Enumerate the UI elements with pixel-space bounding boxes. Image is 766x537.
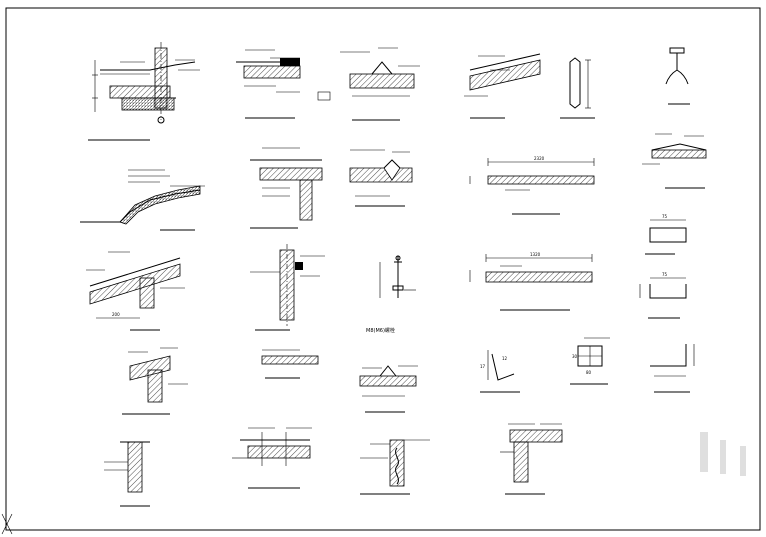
detail-roof-joint (340, 47, 420, 121)
detail-slope-embankment (80, 169, 205, 231)
detail-column-wrap (360, 439, 430, 495)
detail-angle-bracket (650, 344, 695, 393)
detail-thin-slab (261, 349, 319, 379)
dim-75-a: 75 (662, 214, 668, 219)
detail-rect-75a: 75 (645, 214, 687, 255)
bolt-title: M8(M6)螺栓 (366, 327, 395, 334)
detail-t-junction (500, 423, 563, 495)
detail-u-channel: 75 (639, 272, 687, 319)
detail-t-profile (665, 47, 690, 105)
detail-panel-1320: 1320 (469, 252, 593, 311)
watermark (700, 432, 746, 476)
detail-beam-column: 200 (86, 251, 185, 331)
dim-17: 17 (480, 364, 486, 369)
detail-slab-edge-a (236, 49, 331, 119)
detail-wall-footing (88, 42, 200, 141)
corner-cross-mark (1, 513, 13, 535)
detail-gutter-valley (349, 149, 413, 207)
detail-wall-corner (250, 147, 323, 229)
detail-square-plate: 30 80 (570, 337, 610, 385)
detail-inclined-bar: 17 12 (480, 350, 520, 393)
detail-slab-joint (359, 365, 418, 413)
detail-anchor-rod (560, 57, 595, 119)
sheet-border (5, 7, 761, 531)
detail-slab-bolted (232, 427, 312, 489)
dim-75-b: 75 (662, 272, 668, 277)
dim-12: 12 (502, 356, 508, 361)
detail-coping (642, 133, 707, 189)
detail-wall-pier (104, 441, 150, 507)
dim-80: 80 (586, 370, 592, 375)
detail-sloped-slab (464, 53, 541, 119)
dim-200: 200 (112, 312, 120, 317)
dim-1320: 1320 (530, 252, 541, 257)
detail-long-panel-2320: 2320 (469, 156, 595, 215)
detail-beam-section (122, 347, 188, 415)
detail-bolt-m8: M8(M6)螺栓 (366, 255, 416, 334)
dim-2320: 2320 (534, 156, 545, 161)
detail-wall-insert (250, 244, 325, 331)
dim-30: 30 (572, 354, 578, 359)
